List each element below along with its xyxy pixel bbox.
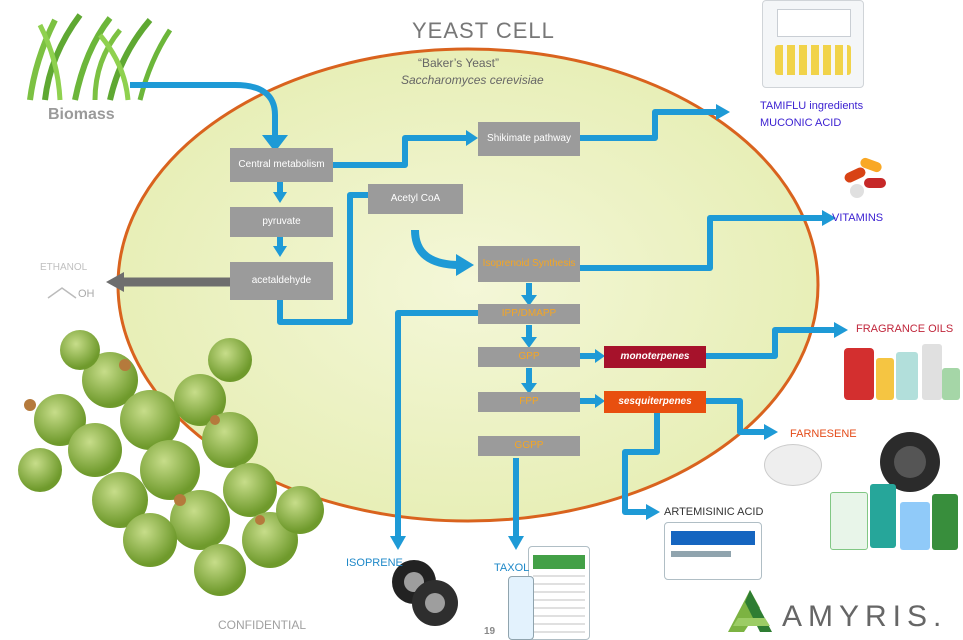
arrowhead bbox=[646, 504, 660, 520]
arrow-isoprenoid-vitamins bbox=[580, 215, 825, 271]
arrowhead bbox=[456, 254, 474, 276]
biomass-grass-image bbox=[27, 13, 173, 101]
node-shikimate-pathway: Shikimate pathway bbox=[478, 122, 580, 156]
arrowhead bbox=[521, 295, 537, 306]
taxol-vial-image bbox=[508, 576, 534, 640]
node-acetyl-coa: Acetyl CoA bbox=[368, 184, 463, 214]
arrow-central-shikimate bbox=[333, 135, 470, 168]
arrowhead bbox=[822, 210, 836, 226]
fragrance-bottles-image bbox=[842, 338, 962, 404]
node-monoterpenes: monoterpenes bbox=[604, 346, 706, 368]
arrow-acetylcoa-isoprenoid bbox=[411, 229, 461, 269]
ethanol-molecule-icon bbox=[47, 287, 77, 299]
amyris-logo-text: AMYRIS. bbox=[782, 600, 948, 633]
arrowhead bbox=[466, 130, 478, 146]
amyris-logo-mark bbox=[728, 590, 772, 632]
arrowhead bbox=[716, 104, 730, 120]
output-muconic-acid: MUCONIC ACID bbox=[760, 117, 842, 129]
tamiflu-box-image bbox=[762, 0, 864, 88]
arrowhead bbox=[521, 337, 537, 348]
taxol-drug-image bbox=[528, 546, 590, 640]
yeast-cluster-image bbox=[18, 330, 324, 596]
vitamin-pills-image bbox=[838, 152, 898, 200]
arrowhead bbox=[595, 349, 605, 363]
arrowhead-ethanol bbox=[106, 272, 124, 292]
output-fragrance-oils: FRAGRANCE OILS bbox=[856, 323, 954, 335]
arrow-shikimate-tamiflu bbox=[580, 109, 720, 141]
node-central-metabolism: Central metabolism bbox=[230, 148, 333, 182]
output-tamiflu: TAMIFLU ingredients bbox=[760, 100, 864, 112]
node-sesquiterpenes: sesquiterpenes bbox=[604, 391, 706, 413]
node-fpp: FPP bbox=[478, 392, 580, 412]
node-gpp: GPP bbox=[478, 347, 580, 367]
species-name: Saccharomyces cerevisiae bbox=[401, 73, 544, 87]
ethanol-label: ETHANOL bbox=[40, 262, 88, 273]
arrowhead bbox=[273, 246, 287, 257]
arrowhead bbox=[508, 536, 524, 550]
confidential-footer: CONFIDENTIAL bbox=[218, 618, 307, 632]
output-isoprene: ISOPRENE bbox=[346, 557, 403, 569]
node-ggpp: GGPP bbox=[478, 436, 580, 456]
arrow-acetaldehyde-acetylcoa bbox=[277, 192, 368, 325]
biomass-label: Biomass bbox=[48, 106, 115, 123]
ethanol-oh-label: OH bbox=[78, 288, 95, 300]
arrowhead bbox=[834, 322, 848, 338]
arrow-sesqui-farnesene bbox=[706, 398, 768, 435]
arrowhead bbox=[273, 192, 287, 203]
tires-image bbox=[386, 556, 462, 628]
node-isoprenoid-synthesis: Isoprenoid Synthesis bbox=[478, 246, 580, 282]
node-ipp-dmapp: IPP/DMAPP bbox=[478, 304, 580, 324]
arrowhead bbox=[521, 383, 537, 394]
arrow-biomass-central bbox=[130, 82, 278, 140]
cell-subtitle: “Baker’s Yeast” bbox=[418, 56, 499, 70]
arrow-mono-fragrance bbox=[706, 327, 838, 359]
arrowhead bbox=[390, 536, 406, 550]
node-acetaldehyde: acetaldehyde bbox=[230, 262, 333, 300]
arrowhead bbox=[595, 394, 605, 408]
arrowhead bbox=[764, 424, 778, 440]
arrow-ipp-isoprene bbox=[395, 310, 478, 540]
output-artemisinic-acid: ARTEMISINIC ACID bbox=[664, 506, 764, 518]
arrowhead bbox=[262, 135, 288, 152]
farnesene-products-image bbox=[760, 432, 962, 554]
page-number: 19 bbox=[484, 626, 496, 637]
arrow-sesqui-artemisinic bbox=[622, 412, 660, 515]
artemisinic-box-image bbox=[664, 522, 762, 580]
cell-title: YEAST CELL bbox=[412, 18, 555, 43]
output-vitamins: VITAMINS bbox=[832, 212, 884, 224]
output-taxol: TAXOL bbox=[494, 562, 530, 574]
output-farnesene: FARNESENE bbox=[790, 428, 857, 440]
node-pyruvate: pyruvate bbox=[230, 207, 333, 237]
